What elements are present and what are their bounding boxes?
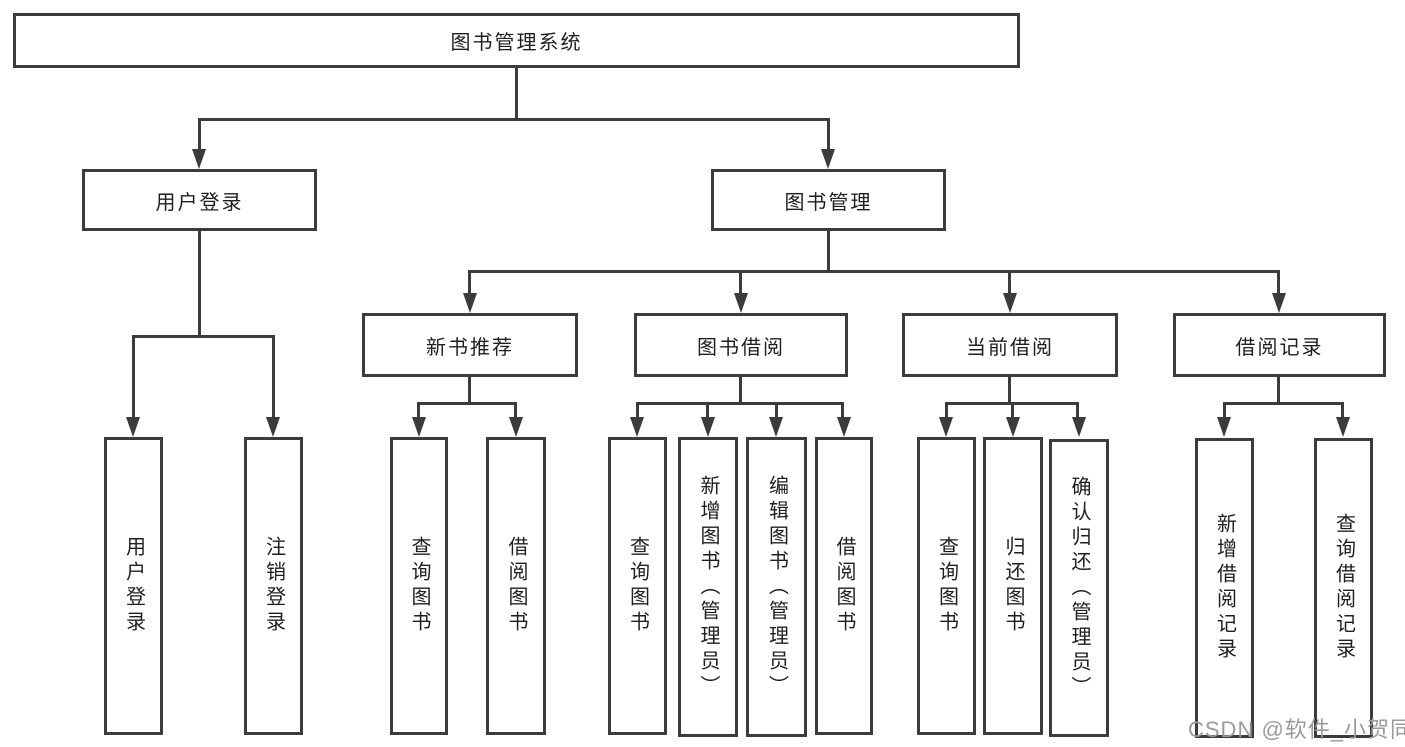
connector-stem [1076,402,1079,420]
connector-login-rail [132,335,274,338]
node-leaf-user-login: 用户登录 [104,437,163,735]
connector-stem [1011,402,1014,420]
node-cb-confirm-label: 确认归还（管理员） [1068,475,1090,701]
connector-stem [1341,402,1344,420]
node-br-add-label: 新增借阅记录 [1213,513,1236,663]
node-nbr-borrow: 借阅图书 [486,437,546,735]
node-new-book-rec-label: 新书推荐 [426,336,514,359]
node-nbr-query: 查询图书 [390,437,448,735]
connector-book-mgmt-trunk [827,231,830,270]
arrow-down-icon [126,417,140,437]
connector-stem [198,118,201,152]
arrow-down-icon [1072,417,1086,437]
node-bb-add-label: 新增图书（管理员） [697,474,719,700]
node-cb-confirm: 确认归还（管理员） [1049,439,1109,737]
arrow-down-icon [821,149,835,169]
arrow-down-icon [266,417,280,437]
arrow-down-icon [769,417,783,437]
connector-trunk [1277,377,1280,402]
arrow-down-icon [412,417,426,437]
node-leaf-logout: 注销登录 [244,437,303,735]
node-current-borrow: 当前借阅 [902,313,1118,377]
node-bb-edit-label: 编辑图书（管理员） [765,474,788,700]
node-root-label: 图书管理系统 [450,32,583,54]
arrow-down-icon [1003,293,1017,313]
connector-stem [841,402,844,420]
connector-stem [706,402,709,420]
arrow-down-icon [463,293,477,313]
node-bb-query: 查询图书 [608,437,667,735]
node-leaf-user-login-label: 用户登录 [122,536,145,636]
node-br-add: 新增借阅记录 [1195,438,1254,738]
node-cb-query-label: 查询图书 [935,536,958,636]
node-nbr-query-label: 查询图书 [408,536,430,636]
connector-stem [636,402,639,420]
node-current-borrow-label: 当前借阅 [966,336,1054,359]
node-cb-query: 查询图书 [917,437,976,735]
arrow-down-icon [1272,293,1286,313]
node-borrow-records-label: 借阅记录 [1235,336,1324,359]
connector-rail [1223,402,1344,405]
connector-rail [636,402,844,405]
connector-stem [417,402,420,420]
arrow-down-icon [1336,417,1350,437]
connector-stem [739,270,742,296]
connector-stem [827,118,830,152]
node-bb-borrow: 借阅图书 [815,437,873,735]
connector-trunk [468,377,471,402]
connector-stem [775,402,778,420]
arrow-down-icon [734,293,748,313]
connector-trunk [1008,377,1011,402]
node-bb-borrow-label: 借阅图书 [833,536,855,636]
node-book-mgmt-label: 图书管理 [784,191,873,214]
arrow-down-icon [630,417,644,437]
node-bb-edit: 编辑图书（管理员） [746,437,807,737]
connector-stem [272,335,275,420]
connector-stem [1277,270,1280,296]
connector-stem [468,270,471,296]
node-book-mgmt: 图书管理 [711,169,946,231]
node-new-book-rec: 新书推荐 [362,313,578,377]
node-borrow-records: 借阅记录 [1173,313,1386,377]
node-cb-return: 归还图书 [983,437,1043,735]
connector-level2-rail [198,118,830,121]
connector-stem [1008,270,1011,296]
arrow-down-icon [509,417,523,437]
arrow-down-icon [701,417,715,437]
watermark: CSDN @软件_小贺同学 [1188,717,1405,742]
arrow-down-icon [1006,417,1020,437]
node-br-query-label: 查询借阅记录 [1332,513,1355,663]
arrow-down-icon [837,417,851,437]
connector-stem [514,402,517,420]
connector-root-trunk [515,68,518,118]
node-book-borrow-label: 图书借阅 [697,336,785,359]
node-root: 图书管理系统 [13,13,1020,68]
node-cb-return-label: 归还图书 [1002,536,1024,636]
arrow-down-icon [192,149,206,169]
arrow-down-icon [939,417,953,437]
node-login-label: 用户登录 [155,191,244,214]
node-bb-query-label: 查询图书 [626,536,649,636]
connector-rail [417,402,517,405]
node-br-query: 查询借阅记录 [1314,438,1373,738]
connector-stem [132,335,135,420]
connector-login-trunk [198,231,201,335]
node-nbr-borrow-label: 借阅图书 [505,536,527,636]
node-leaf-logout-label: 注销登录 [262,536,285,636]
connector-trunk [739,377,742,402]
connector-stem [1223,402,1226,420]
arrow-down-icon [1217,417,1231,437]
node-login: 用户登录 [82,169,317,231]
node-book-borrow: 图书借阅 [634,313,848,377]
node-bb-add: 新增图书（管理员） [678,437,738,737]
connector-level3-rail [468,270,1280,273]
connector-stem [945,402,948,420]
